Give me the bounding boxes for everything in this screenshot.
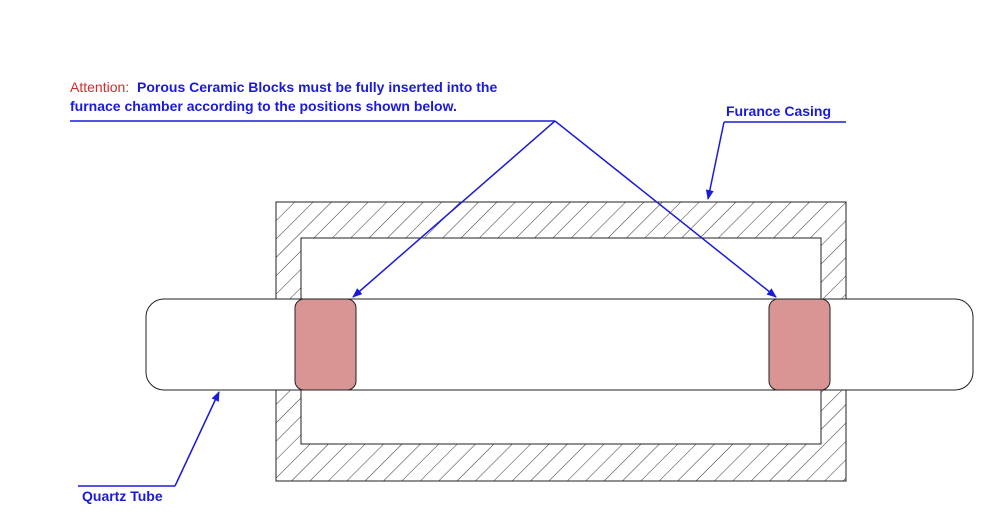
furnace-casing-label: Furance Casing xyxy=(726,103,831,119)
quartz-tube-label: Quartz Tube xyxy=(82,488,163,504)
attention-line1: Porous Ceramic Blocks must be fully inse… xyxy=(137,79,497,95)
arrow-to-quartz-tube xyxy=(174,391,220,487)
arrow-to-left-block xyxy=(352,120,556,298)
attention-line2: furnace chamber according to the positio… xyxy=(70,98,457,114)
arrow-to-right-block xyxy=(554,120,777,298)
quartz-tube xyxy=(145,298,974,391)
ceramic-block-right xyxy=(768,298,831,391)
ceramic-block-left xyxy=(294,298,357,391)
attention-text: Attention: Porous Ceramic Blocks must be… xyxy=(70,79,497,95)
attention-prefix: Attention: xyxy=(70,79,129,95)
arrow-to-casing xyxy=(705,121,725,200)
